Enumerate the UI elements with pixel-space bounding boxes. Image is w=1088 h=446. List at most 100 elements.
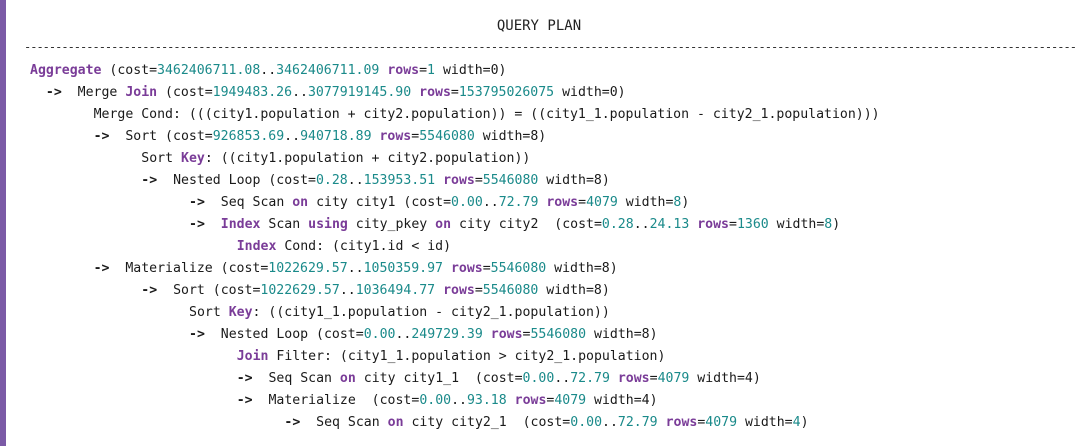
plan-text: .. — [451, 393, 467, 408]
plan-number: 153795026075 — [458, 85, 555, 100]
plan-text: (cost= — [101, 63, 158, 78]
plan-number: 3462406711.09 — [276, 63, 380, 78]
plan-text: .. — [482, 195, 499, 210]
plan-arrow: -> — [93, 261, 110, 276]
plan-number: 5546080 — [482, 283, 539, 298]
plan-text: Filter: (city1_1.population > city2_1.po… — [268, 349, 666, 364]
plan-keyword: on — [435, 217, 452, 232]
plan-text: city city2_1 (cost= — [403, 415, 571, 430]
plan-text: Seq Scan — [204, 195, 293, 210]
plan-number: 72.79 — [498, 195, 539, 210]
plan-text: city city1 (cost= — [308, 195, 452, 210]
plan-arrow: -> — [45, 85, 62, 100]
plan-text: = — [522, 327, 531, 342]
plan-number: 0.00 — [451, 195, 483, 210]
plan-number: 1036494.77 — [355, 283, 436, 298]
plan-number: 4079 — [657, 371, 690, 386]
plan-text: (cost= — [157, 85, 213, 100]
plan-text: Nested Loop (cost= — [157, 173, 316, 188]
plan-text: .. — [395, 327, 412, 342]
plan-line: Sort Key: ((city1.population + city2.pop… — [30, 148, 1088, 170]
plan-line: Index Cond: (city1.id < id) — [30, 236, 1088, 258]
plan-text: Sort — [189, 305, 229, 320]
plan-text: : ((city1.population + city2.population)… — [204, 151, 531, 166]
plan-text — [435, 283, 443, 298]
plan-text: ) — [832, 217, 841, 232]
plan-text: width=4) — [586, 393, 658, 408]
plan-text: .. — [602, 415, 618, 430]
plan-keyword: rows — [546, 195, 579, 210]
plan-text: .. — [260, 63, 277, 78]
plan-text: = — [649, 371, 658, 386]
plan-number: 8 — [824, 217, 833, 232]
plan-text: .. — [339, 283, 356, 298]
plan-text: Nested Loop (cost= — [204, 327, 364, 342]
plan-keyword: rows — [514, 393, 547, 408]
header-divider: ----------------------------------------… — [24, 40, 1076, 54]
left-accent-bar — [0, 0, 6, 446]
plan-text: .. — [347, 173, 364, 188]
plan-text: Seq Scan — [300, 415, 388, 430]
plan-text: width= — [737, 415, 793, 430]
plan-text: Cond: (city1.id < id) — [276, 239, 452, 254]
plan-text: city city1_1 (cost= — [355, 371, 523, 386]
plan-text: Seq Scan — [252, 371, 340, 386]
plan-text: Materialize (cost= — [252, 393, 420, 408]
plan-text: .. — [284, 129, 301, 144]
plan-text: width= — [617, 195, 674, 210]
plan-number: 0.00 — [419, 393, 452, 408]
plan-arrow: -> — [141, 283, 158, 298]
plan-number: 5546080 — [419, 129, 475, 144]
plan-number: 1 — [427, 63, 435, 78]
plan-text: = — [419, 63, 428, 78]
plan-text: = — [411, 129, 420, 144]
plan-number: 5546080 — [490, 261, 547, 276]
plan-keyword: rows — [450, 261, 483, 276]
plan-number: 1022629.57 — [268, 261, 348, 276]
plan-text — [658, 415, 666, 430]
plan-arrow: -> — [189, 327, 205, 342]
plan-number: 926853.69 — [212, 129, 285, 144]
plan-arrow: -> — [93, 129, 110, 144]
plan-number: 940718.89 — [300, 129, 372, 144]
plan-number: 72.79 — [617, 415, 658, 430]
plan-text: width=8) — [538, 283, 610, 298]
plan-line: -> Materialize (cost=1022629.57..1050359… — [30, 258, 1088, 280]
plan-number: 249729.39 — [411, 327, 483, 342]
plan-number: 0.28 — [315, 173, 348, 188]
plan-text: Merge — [61, 85, 126, 100]
plan-line: Join Filter: (city1_1.population > city2… — [30, 346, 1088, 368]
plan-number: 0.00 — [570, 415, 603, 430]
plan-keyword: rows — [387, 63, 420, 78]
plan-text: width=0) — [435, 63, 507, 78]
plan-number: 0.00 — [522, 371, 555, 386]
plan-keyword: Index — [220, 217, 261, 232]
plan-text: = — [450, 85, 459, 100]
plan-line: -> Merge Join (cost=1949483.26..30779191… — [30, 82, 1088, 104]
query-plan-output: Aggregate (cost=3462406711.08..346240671… — [30, 60, 1088, 434]
plan-keyword: Join — [236, 349, 269, 364]
plan-arrow: -> — [236, 371, 253, 386]
plan-text: = — [474, 173, 483, 188]
plan-line: Aggregate (cost=3462406711.08..346240671… — [30, 60, 1088, 82]
plan-keyword: rows — [419, 85, 451, 100]
plan-line: Merge Cond: (((city1.population + city2.… — [30, 104, 1088, 126]
plan-text: = — [697, 415, 706, 430]
plan-text: Sort (cost= — [157, 283, 261, 298]
plan-keyword: using — [308, 217, 348, 232]
plan-keyword: rows — [443, 173, 475, 188]
plan-text: .. — [554, 371, 571, 386]
plan-line: -> Materialize (cost=0.00..93.18 rows=40… — [30, 390, 1088, 412]
plan-number: 3077919145.90 — [307, 85, 412, 100]
plan-arrow: -> — [284, 415, 301, 430]
plan-keyword: Key — [228, 305, 253, 320]
plan-keyword: rows — [443, 283, 475, 298]
plan-keyword: rows — [617, 371, 650, 386]
plan-number: 5546080 — [482, 173, 539, 188]
plan-keyword: on — [339, 371, 356, 386]
plan-text: .. — [292, 85, 308, 100]
plan-text: Sort (cost= — [109, 129, 213, 144]
plan-keyword: rows — [379, 129, 412, 144]
plan-line: -> Sort (cost=926853.69..940718.89 rows=… — [30, 126, 1088, 148]
plan-line: Sort Key: ((city1_1.population - city2_1… — [30, 302, 1088, 324]
